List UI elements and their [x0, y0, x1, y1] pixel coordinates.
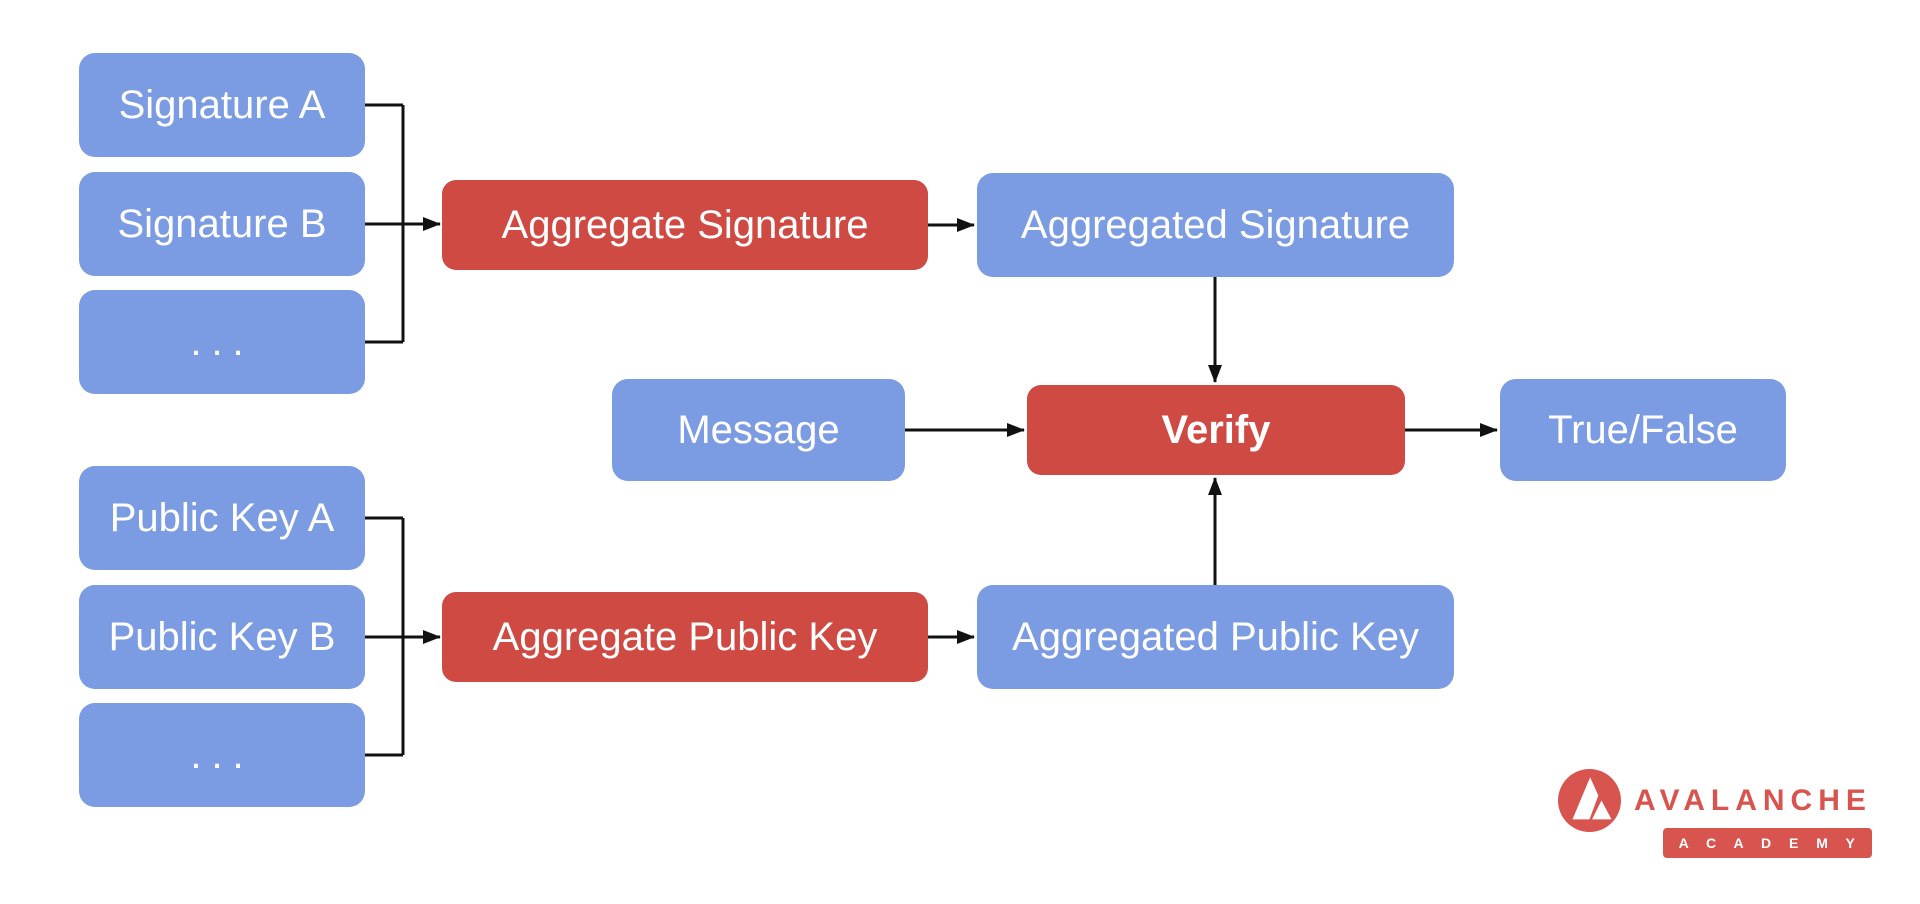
connector-public-keys-bracket — [365, 516, 405, 757]
logo-brand-text: AVALANCHE — [1634, 783, 1872, 817]
node-aggregated-public-key: Aggregated Public Key — [977, 585, 1454, 689]
node-signature-b: Signature B — [79, 172, 365, 276]
node-signature-ellipsis: ... — [79, 290, 365, 394]
node-aggregate-signature: Aggregate Signature — [442, 180, 928, 270]
node-true-false: True/False — [1500, 379, 1786, 481]
node-public-key-ellipsis: ... — [79, 703, 365, 807]
node-aggregate-public-key: Aggregate Public Key — [442, 592, 928, 682]
node-aggregated-signature: Aggregated Signature — [977, 173, 1454, 277]
avalanche-academy-logo: AVALANCHE A C A D E M Y — [1558, 769, 1872, 858]
node-verify: Verify — [1027, 385, 1405, 475]
connector-signatures-bracket — [365, 103, 405, 344]
node-message: Message — [612, 379, 905, 481]
node-signature-a: Signature A — [79, 53, 365, 157]
avalanche-logo-icon — [1558, 769, 1621, 832]
logo-academy-badge: A C A D E M Y — [1662, 828, 1872, 858]
logo-row: AVALANCHE — [1558, 769, 1872, 832]
node-public-key-a: Public Key A — [79, 466, 365, 570]
node-public-key-b: Public Key B — [79, 585, 365, 689]
